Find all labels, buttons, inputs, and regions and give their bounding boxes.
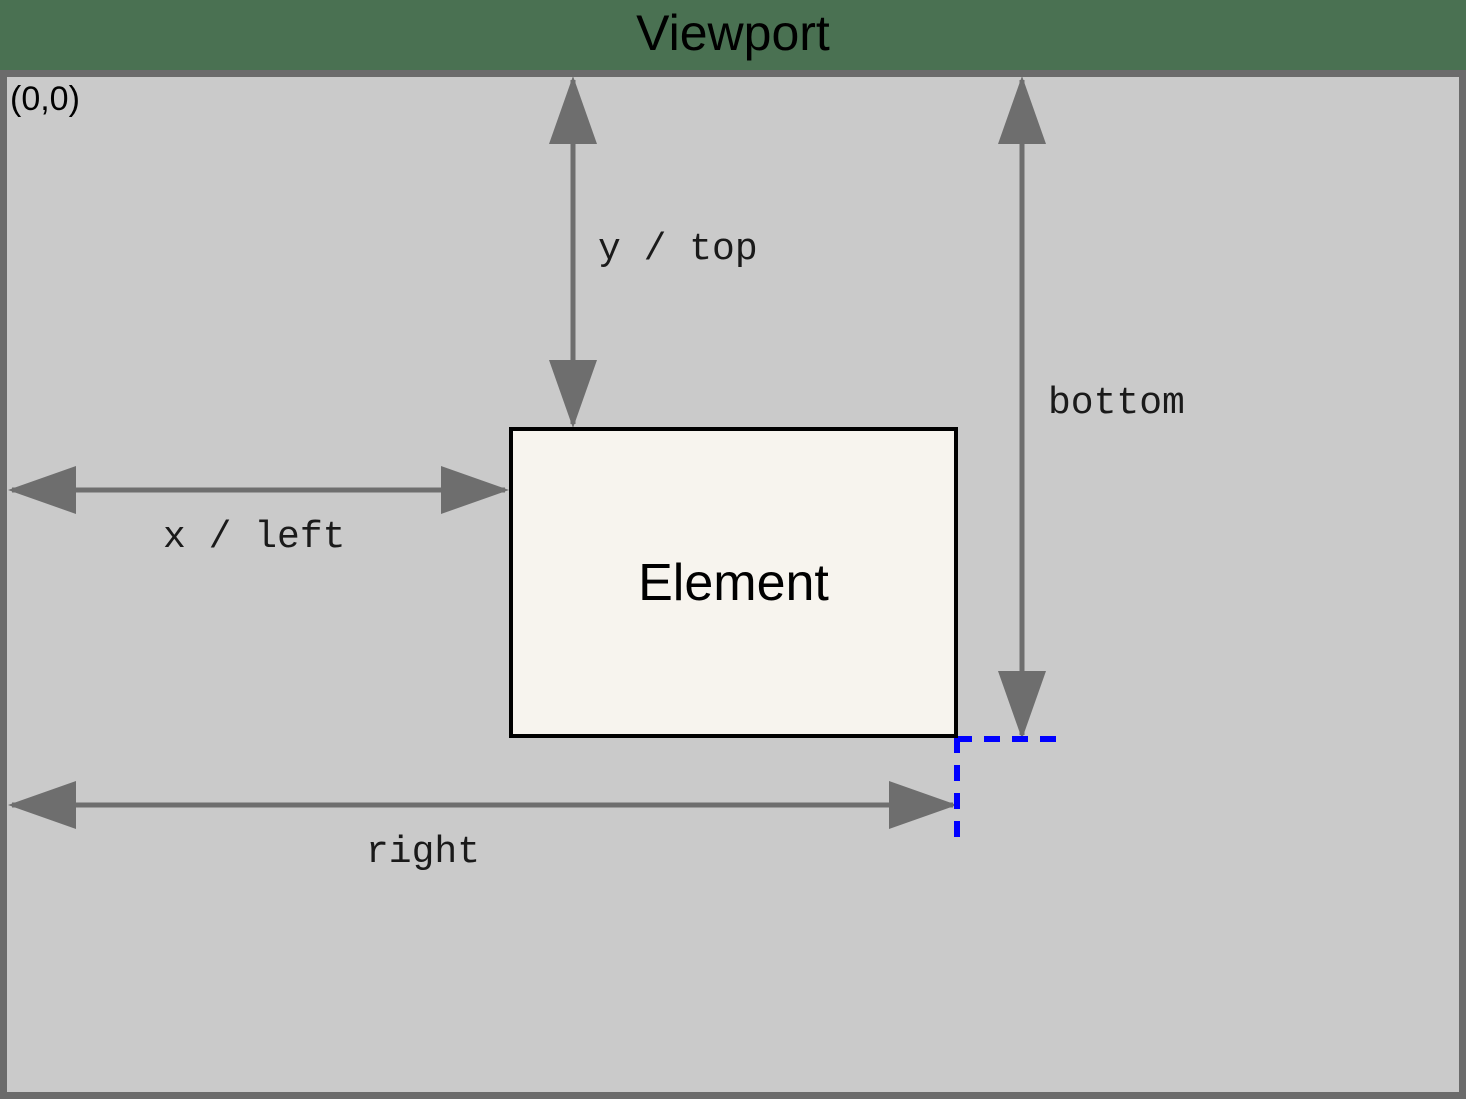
measure-label-right: right [366, 831, 481, 874]
element-label: Element [638, 553, 829, 612]
measure-label-bottom: bottom [1048, 382, 1185, 425]
element-box: Element [509, 427, 958, 738]
origin-coordinate-label: (0,0) [10, 80, 80, 118]
measure-label-x-left: x / left [163, 516, 346, 559]
page-title: Viewport [636, 5, 830, 61]
viewport-header-bar: Viewport [0, 0, 1466, 70]
measure-label-y-top: y / top [598, 228, 758, 271]
